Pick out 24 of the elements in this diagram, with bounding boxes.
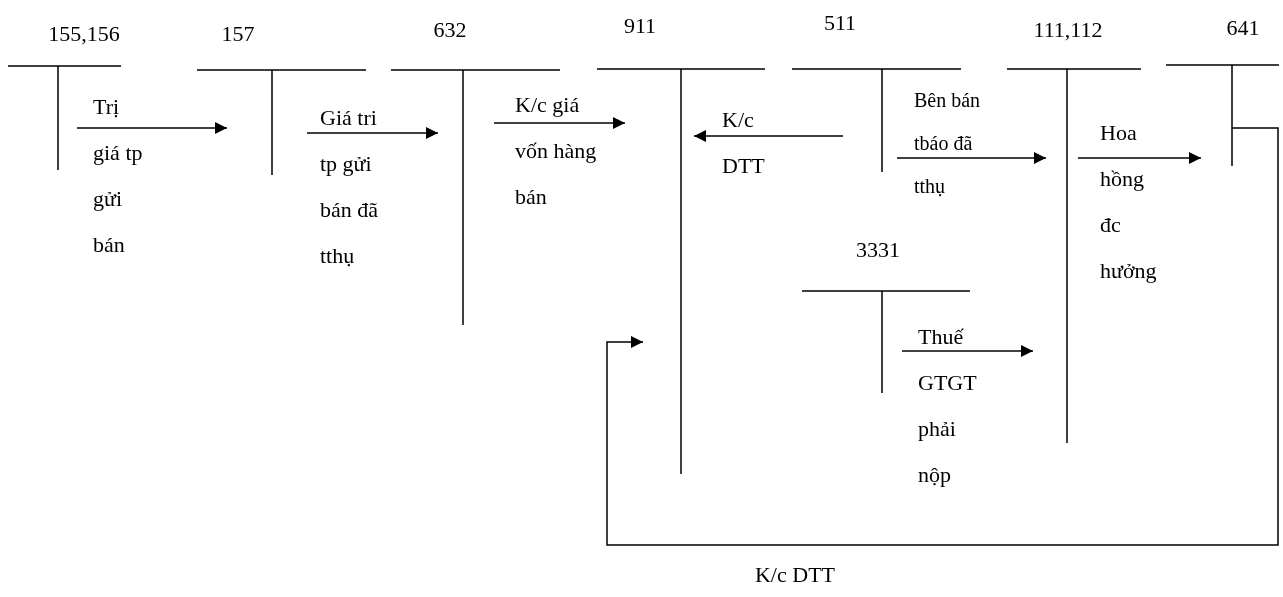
arrow (493, 117, 626, 129)
edge-label: K/c DTT (754, 561, 836, 589)
account-number: 632 (433, 17, 467, 43)
account-number: 3331 (856, 237, 900, 263)
account-number: 641 (1226, 15, 1260, 41)
arrow (901, 345, 1034, 357)
arrow (693, 130, 844, 142)
edge-label: Trị giá tp gửi bán (93, 93, 144, 259)
edge-label: K/c giá vốn hàng bán (515, 91, 598, 211)
account-number: 511 (823, 10, 857, 36)
arrow (1077, 152, 1202, 164)
account-number: 111,112 (1033, 17, 1103, 43)
account-number: 157 (221, 21, 255, 47)
arrow (896, 152, 1047, 164)
edge-label: Hoa hồng đc hưởng (1100, 119, 1158, 285)
edge-label: Thuế GTGT phải nộp (918, 323, 978, 489)
account-number: 911 (623, 13, 657, 39)
arrow (606, 127, 1279, 546)
edge-label: K/c DTT (722, 106, 766, 180)
edge-label: Bên bán tbáo đã tthụ (914, 88, 982, 199)
edge-label: Giá tri tp gửi bán đã tthụ (320, 104, 380, 270)
arrow (306, 127, 439, 139)
arrow (76, 122, 228, 134)
account-number: 155,156 (48, 21, 120, 47)
